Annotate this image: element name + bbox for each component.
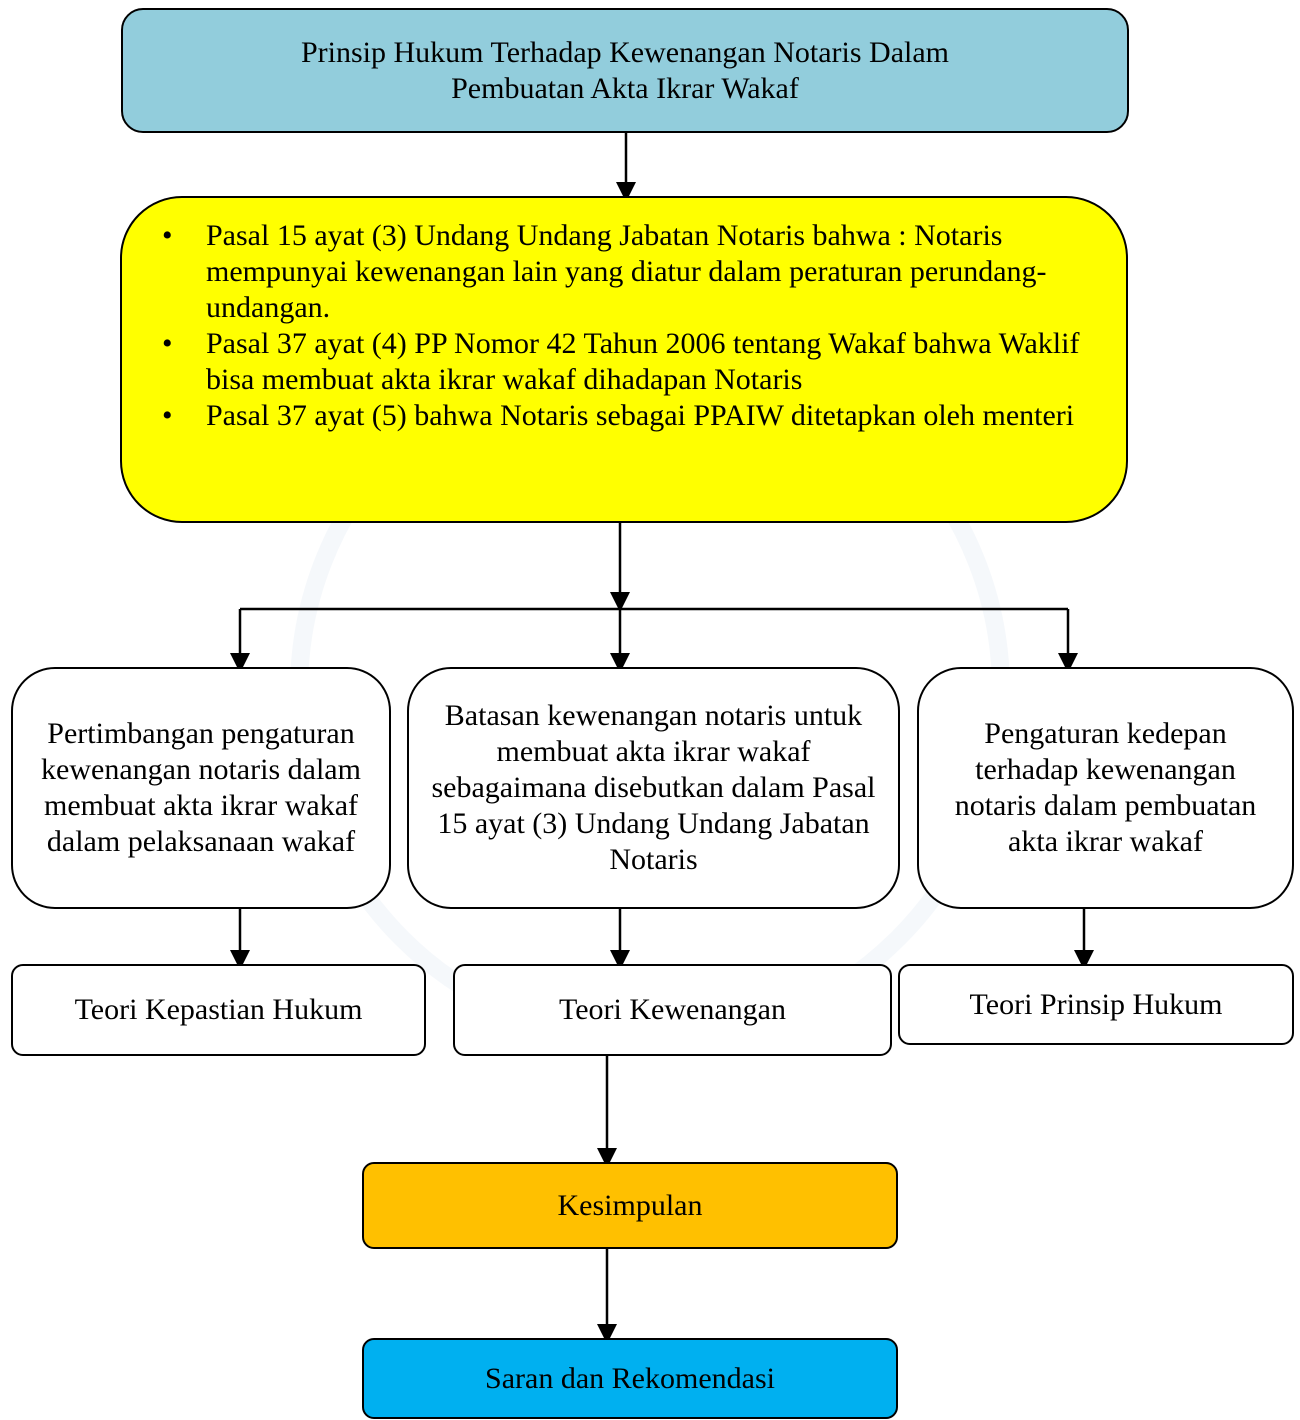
legal-basis-item: Pasal 15 ayat (3) Undang Undang Jabatan … (160, 218, 1086, 326)
issue-box-1: Pertimbangan pengaturan kewenangan notar… (11, 667, 391, 909)
legal-basis-item: Pasal 37 ayat (4) PP Nomor 42 Tahun 2006… (160, 326, 1086, 398)
theory-box-2: Teori Kewenangan (453, 964, 892, 1056)
title-line-2: Pembuatan Akta Ikrar Wakaf (451, 71, 799, 105)
recommendation-text: Saran dan Rekomendasi (485, 1361, 775, 1395)
title-box: Prinsip Hukum Terhadap Kewenangan Notari… (121, 8, 1129, 133)
theory-text-2: Teori Kewenangan (559, 993, 786, 1026)
theory-box-3: Teori Prinsip Hukum (898, 964, 1294, 1045)
theory-text-1: Teori Kepastian Hukum (74, 993, 363, 1026)
issue-box-3: Pengaturan kedepan terhadap kewenangan n… (917, 667, 1294, 909)
issue-text-2: Batasan kewenangan notaris untuk membuat… (431, 699, 876, 876)
issue-text-3: Pengaturan kedepan terhadap kewenangan n… (954, 717, 1257, 858)
title-text: Prinsip Hukum Terhadap Kewenangan Notari… (301, 35, 949, 107)
legal-basis-item: Pasal 37 ayat (5) bahwa Notaris sebagai … (160, 398, 1086, 434)
conclusion-text: Kesimpulan (557, 1188, 703, 1222)
conclusion-box: Kesimpulan (362, 1162, 898, 1249)
issue-text-1: Pertimbangan pengaturan kewenangan notar… (41, 717, 361, 858)
recommendation-box: Saran dan Rekomendasi (362, 1338, 898, 1419)
legal-basis-box: Pasal 15 ayat (3) Undang Undang Jabatan … (120, 196, 1128, 523)
theory-text-3: Teori Prinsip Hukum (969, 987, 1223, 1021)
issue-box-2: Batasan kewenangan notaris untuk membuat… (407, 667, 900, 909)
legal-basis-list: Pasal 15 ayat (3) Undang Undang Jabatan … (160, 218, 1086, 434)
theory-box-1: Teori Kepastian Hukum (11, 964, 426, 1056)
title-line-1: Prinsip Hukum Terhadap Kewenangan Notari… (300, 35, 950, 69)
